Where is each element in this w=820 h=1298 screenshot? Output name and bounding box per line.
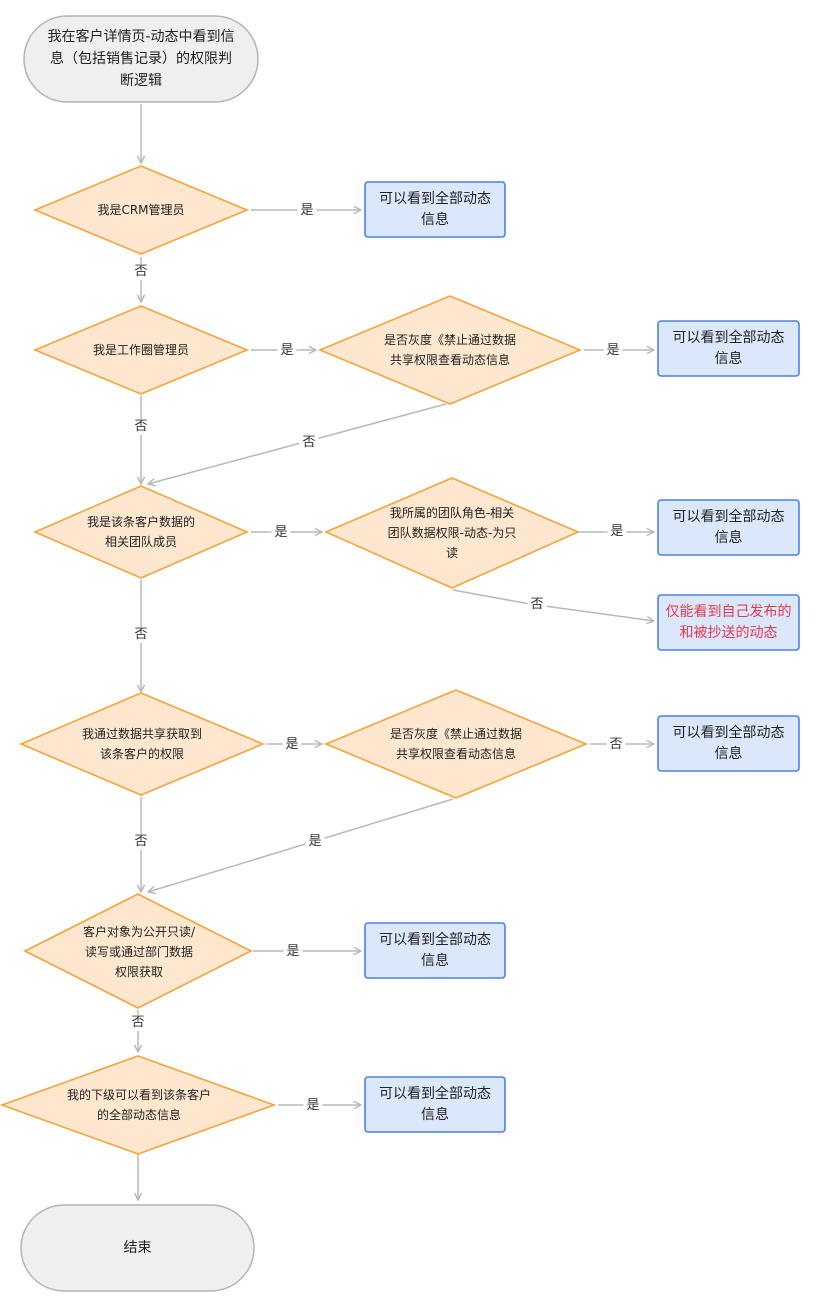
result-box-3-label: 可以看到全部动态信息 bbox=[672, 508, 785, 546]
edge-label-d3b-yes: 是 bbox=[607, 524, 627, 540]
result-box-3 bbox=[657, 499, 800, 556]
result-box-3b bbox=[657, 594, 800, 651]
decision-data-share bbox=[18, 692, 266, 796]
decision-team-member bbox=[32, 485, 250, 579]
edge-label-d2b-yes: 是 bbox=[603, 343, 623, 359]
start-label: 我在客户详情页-动态中看到信息（包括销售记录）的权限判断逻辑 bbox=[47, 29, 235, 89]
result-box-6 bbox=[364, 1076, 506, 1133]
decision-data-share-label: 我通过数据共享获取到该条客户的权限 bbox=[81, 727, 202, 761]
edge-d4b-d5 bbox=[148, 798, 454, 892]
result-box-1 bbox=[364, 181, 506, 238]
result-box-2-label: 可以看到全部动态信息 bbox=[672, 329, 785, 367]
edge-label-d2-no: 否 bbox=[131, 419, 151, 435]
edge-d3b-r3b bbox=[452, 589, 654, 621]
decision-public-dept bbox=[23, 893, 253, 1009]
decision-crm-admin bbox=[32, 165, 250, 255]
edge-label-d6-yes: 是 bbox=[303, 1098, 323, 1114]
decision-subordinate-label: 我的下级可以看到该条客户的全部动态信息 bbox=[66, 1088, 211, 1122]
edge-label-d3-yes: 是 bbox=[271, 525, 291, 541]
edge-label-d3-no: 否 bbox=[131, 627, 151, 643]
decision-subordinate bbox=[0, 1055, 277, 1155]
edge-label-d4b-yes: 是 bbox=[305, 834, 325, 850]
decision-gray-release-2 bbox=[323, 689, 589, 799]
decision-public-dept-label: 客户对象为公开只读/读写或通过部门数据权限获取 bbox=[82, 925, 196, 979]
decision-crm-admin-label: 我是CRM管理员 bbox=[97, 203, 185, 217]
decision-circle-admin-label: 我是工作圈管理员 bbox=[92, 343, 189, 357]
decision-team-member-label: 我是该条客户数据的相关团队成员 bbox=[86, 515, 195, 549]
edge-label-d5-no: 否 bbox=[128, 1015, 148, 1031]
edge-label-d5-yes: 是 bbox=[283, 944, 303, 960]
edge-label-d2b-no: 否 bbox=[299, 435, 319, 451]
result-box-5-label: 可以看到全部动态信息 bbox=[379, 931, 491, 969]
edge-label-d4-no: 否 bbox=[131, 834, 151, 850]
result-box-6-label: 可以看到全部动态信息 bbox=[379, 1085, 491, 1123]
edge-label-d4-yes: 是 bbox=[282, 737, 302, 753]
edge-label-d3b-no: 否 bbox=[527, 597, 547, 613]
end-node bbox=[20, 1204, 255, 1292]
result-box-1-label: 可以看到全部动态信息 bbox=[379, 190, 491, 228]
decision-gray-release-1-label: 是否灰度《禁止通过数据共享权限查看动态信息 bbox=[383, 333, 516, 367]
edge-label-d1-yes: 是 bbox=[297, 203, 317, 219]
result-box-5 bbox=[364, 922, 506, 979]
result-box-2 bbox=[657, 320, 800, 377]
result-box-4-label: 可以看到全部动态信息 bbox=[672, 724, 785, 762]
edge-label-d1-no: 否 bbox=[131, 264, 151, 280]
decision-gray-release-2-label: 是否灰度《禁止通过数据共享权限查看动态信息 bbox=[389, 727, 522, 761]
result-box-4 bbox=[657, 715, 800, 772]
edge-label-d4b-no: 否 bbox=[606, 737, 626, 753]
start-node bbox=[23, 15, 259, 103]
decision-team-role-readonly bbox=[324, 477, 580, 589]
decision-gray-release-1 bbox=[317, 295, 583, 405]
edge-d2b-d3 bbox=[148, 403, 447, 484]
end-label: 结束 bbox=[123, 1240, 152, 1256]
edge-label-d2-yes: 是 bbox=[277, 343, 297, 359]
result-box-3b-label: 仅能看到自己发布的和被抄送的动态 bbox=[665, 603, 792, 641]
decision-team-role-readonly-label: 我所属的团队角色-相关团队数据权限-动态-为只读 bbox=[387, 506, 517, 560]
decision-circle-admin bbox=[32, 305, 250, 395]
